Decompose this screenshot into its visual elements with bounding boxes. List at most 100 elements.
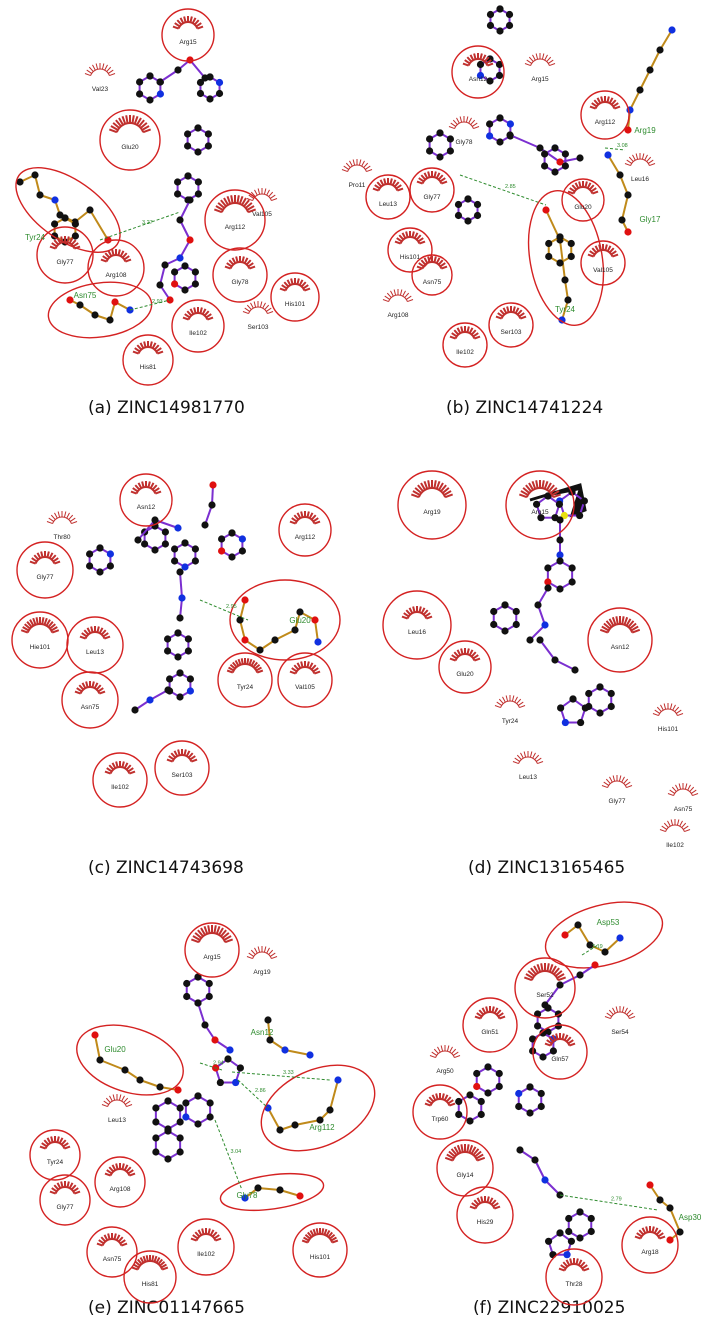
atom <box>96 568 104 576</box>
atom <box>561 276 569 284</box>
atom <box>194 148 202 156</box>
atom <box>171 545 179 553</box>
atom <box>166 675 174 683</box>
ligand-ring <box>218 529 246 561</box>
ligand-ring <box>212 1055 244 1087</box>
bond-distance-label: 3.33 <box>283 1070 294 1076</box>
residue-thr28: Thr28 <box>545 1248 603 1306</box>
residue-boundary <box>229 579 341 661</box>
residue-label: Gly77 <box>609 798 626 805</box>
residue-trp60: Trp60 <box>412 1084 468 1140</box>
hbond-residue-gly17: Gly17 <box>640 215 661 224</box>
residue-his101: His101 <box>292 1222 348 1278</box>
residue-gly77: Gly77 <box>409 167 455 213</box>
ligand-chain <box>516 1146 564 1199</box>
atom <box>556 259 564 267</box>
residue-leu13: Leu13 <box>101 1094 133 1124</box>
residue-gly77: Gly77 <box>601 775 633 805</box>
residue-glu20: Glu20 <box>561 178 605 222</box>
atom <box>196 78 205 87</box>
residue-boundary <box>47 281 153 339</box>
atom <box>568 578 576 586</box>
atom <box>534 1010 542 1018</box>
ligand-ring <box>585 683 615 717</box>
residue-his101: His101 <box>270 272 320 322</box>
ligand-ring <box>136 72 164 104</box>
atom <box>587 1227 595 1236</box>
atom <box>171 268 179 276</box>
hbond-residue-tyr24: Tyr24 <box>555 305 576 314</box>
atom <box>646 1181 654 1189</box>
atom <box>505 10 514 19</box>
atom <box>557 704 565 712</box>
ligand-chain <box>194 999 234 1054</box>
atom <box>238 535 246 543</box>
panel-c-caption: (c) ZINC14743698 <box>88 858 244 878</box>
atom <box>91 1031 99 1039</box>
bond-distance-label: 3.04 <box>231 1149 242 1155</box>
atom <box>174 178 182 186</box>
residue-label: Thr28 <box>566 1281 583 1288</box>
atom <box>561 150 569 158</box>
residue-label: Gln51 <box>481 1029 499 1036</box>
atom <box>146 96 154 104</box>
residue-arg112 <box>264 1076 342 1134</box>
residue-val23: Val23 <box>84 63 116 93</box>
hbond-residue-arg19: Arg19 <box>634 126 656 135</box>
atom <box>184 172 192 180</box>
atom <box>181 563 189 571</box>
residue-arg19: Arg19 <box>397 470 467 540</box>
atom <box>476 60 485 69</box>
atom <box>436 129 444 137</box>
hbond-residue-glu20: Glu20 <box>289 616 311 625</box>
residue-label: Tyr24 <box>47 1159 64 1166</box>
atom <box>182 1099 190 1107</box>
atom <box>551 656 559 664</box>
residue-asn75: Asn75 <box>86 1226 138 1278</box>
residue-label: Tyr24 <box>502 718 519 725</box>
atom <box>486 132 494 140</box>
atom <box>490 607 498 616</box>
atom <box>532 500 541 508</box>
atom <box>486 120 494 128</box>
atom <box>146 72 154 80</box>
atom <box>473 1082 481 1091</box>
residue-label: Ser103 <box>501 329 522 336</box>
residue-asn12: Asn12 <box>451 45 505 99</box>
residue-leu13: Leu13 <box>365 174 411 220</box>
atom <box>228 553 236 561</box>
atom <box>194 1092 202 1100</box>
atom <box>215 78 224 87</box>
atom <box>151 546 159 554</box>
residue-arg15: Arg15 <box>505 470 575 540</box>
residue-val105: Val105 <box>580 240 626 286</box>
residue-arg108: Arg108 <box>87 239 145 297</box>
atom <box>464 217 472 225</box>
atom <box>604 151 612 159</box>
atom <box>436 153 444 161</box>
hydrogen-bond: 2.85 <box>459 174 547 206</box>
residue-label: Asn12 <box>611 644 630 651</box>
atom <box>136 90 144 98</box>
hbond-residue-asn75: Asn75 <box>74 291 97 300</box>
atom <box>616 934 624 942</box>
residue-label: His101 <box>400 254 421 261</box>
atom <box>236 1064 244 1072</box>
atom <box>601 948 609 956</box>
atom <box>164 647 172 655</box>
hydrogen-bond: 3.27 <box>99 211 181 241</box>
ligand-ring <box>541 144 569 176</box>
hydrogen-bond: 2.93 <box>129 299 171 311</box>
atom <box>515 1089 523 1098</box>
atom <box>544 1237 553 1245</box>
ligand-ring <box>565 1208 595 1242</box>
atom <box>426 147 434 155</box>
atom <box>311 616 319 624</box>
ligand-ring <box>486 5 514 35</box>
residue-arg18: Arg18 <box>621 1216 679 1274</box>
atom <box>576 971 584 979</box>
atom <box>61 214 69 222</box>
atom <box>178 594 186 602</box>
residue-label: Gly77 <box>37 574 54 581</box>
residue-arg15: Arg15 <box>184 922 240 978</box>
